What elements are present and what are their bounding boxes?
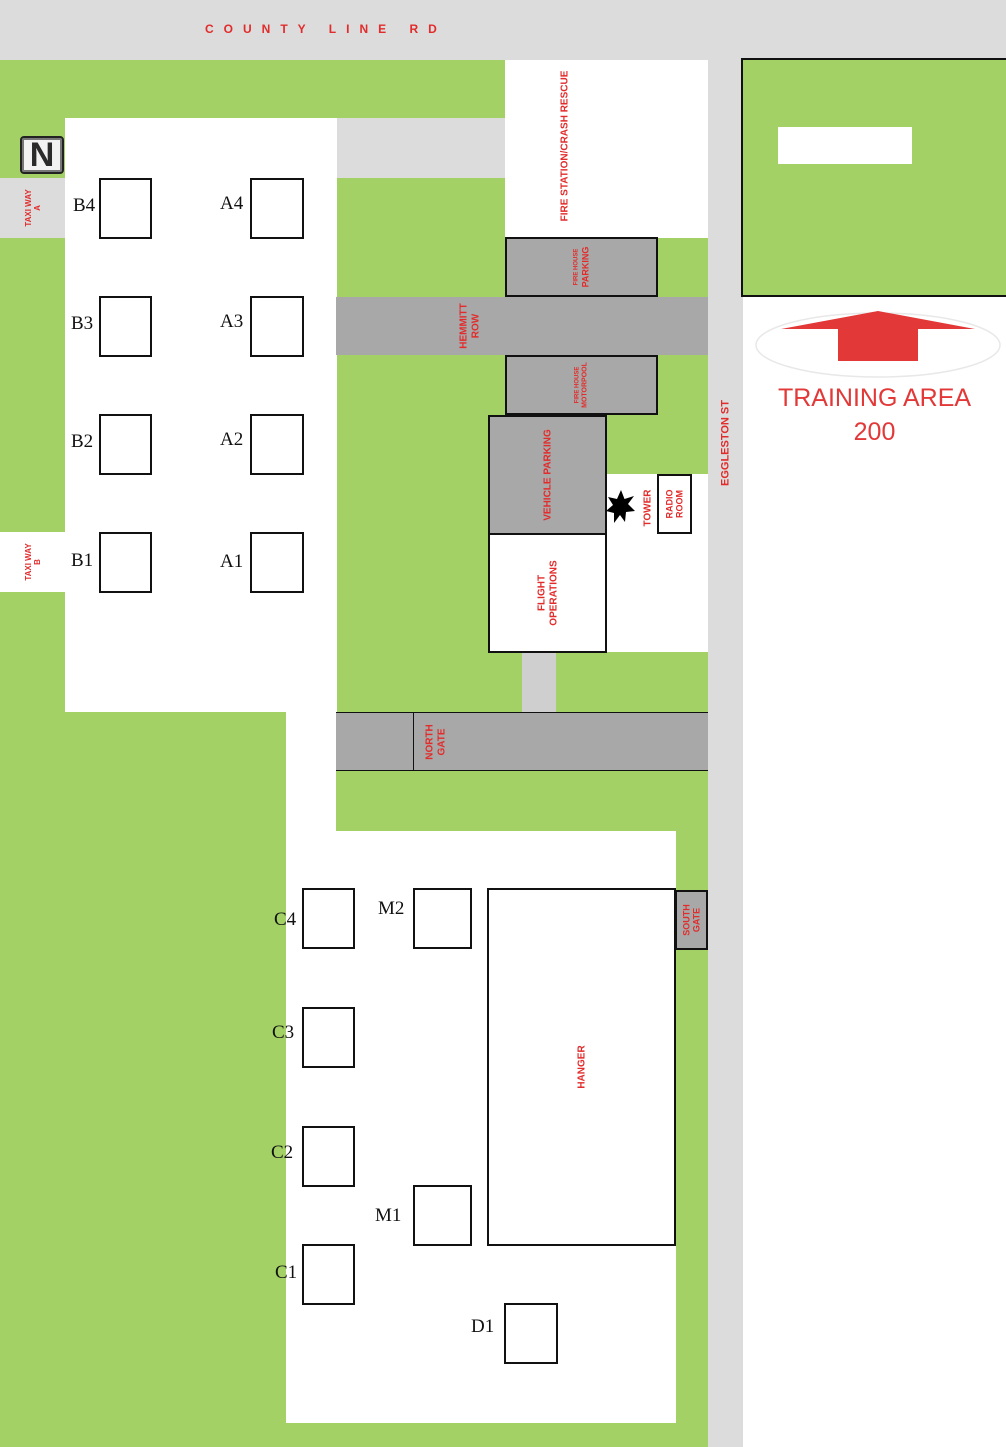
pad-c1-label: C1	[275, 1262, 298, 1283]
county-line-road: COUNTY LINE RD	[0, 0, 1006, 60]
pad-c3-label: C3	[272, 1022, 295, 1043]
tower-area: TOWER	[641, 478, 655, 538]
pad-c1	[302, 1244, 355, 1305]
hangar-label: HANGER	[575, 1045, 587, 1089]
training-area-label: TRAINING AREA 200	[743, 381, 1006, 449]
pad-d1-label: D1	[471, 1316, 495, 1337]
training-area-yard: TRAINING AREA 200	[743, 297, 1006, 1447]
pad-a3	[250, 296, 304, 357]
pad-a2	[250, 414, 304, 475]
training-area-building	[778, 127, 912, 164]
pad-b2-label: B2	[71, 431, 94, 452]
pad-b1-label: B1	[71, 550, 94, 571]
pad-b4-label: B4	[73, 195, 96, 216]
north-gate-divider	[413, 713, 414, 770]
fire-station: FIRE STATION/CRASH RESCUE	[505, 60, 708, 238]
pad-b3-label: B3	[71, 313, 94, 334]
walkway	[522, 653, 556, 712]
pad-c3	[302, 1007, 355, 1068]
pad-c2-label: C2	[271, 1142, 294, 1163]
pad-a1-label: A1	[220, 551, 244, 572]
pad-a3-label: A3	[220, 311, 244, 332]
pad-c4-label: C4	[274, 909, 297, 930]
pad-d1	[504, 1303, 558, 1364]
hangar: HANGER	[487, 888, 676, 1246]
north-compass: N	[20, 136, 64, 174]
pad-m2-label: M2	[378, 898, 405, 919]
training-area-arrow-icon	[755, 311, 1001, 378]
pad-a1	[250, 532, 304, 593]
training-area-number: 200	[853, 418, 896, 446]
apron-connector	[286, 712, 336, 832]
county-line-road-label: COUNTY LINE RD	[205, 22, 447, 36]
training-area-field	[741, 58, 1006, 297]
tower-star-icon	[606, 490, 635, 523]
pad-a4	[250, 178, 304, 239]
eggleston-street-label: EGGLESTON ST	[719, 400, 732, 486]
pad-c4	[302, 888, 355, 949]
pad-c2	[302, 1126, 355, 1187]
vehicle-parking-label: VEHICLE PARKING	[542, 429, 554, 521]
pad-b2	[99, 414, 152, 475]
training-area-title: TRAINING AREA	[777, 384, 972, 412]
pad-m1-label: M1	[375, 1205, 402, 1226]
vehicle-parking: VEHICLE PARKING	[488, 415, 607, 535]
tower-label: TOWER	[642, 489, 654, 527]
eggleston-street: EGGLESTON ST	[708, 60, 743, 1447]
north-compass-letter: N	[29, 136, 55, 174]
pad-b3	[99, 296, 152, 357]
pad-b1	[99, 532, 152, 593]
pad-a2-label: A2	[220, 429, 244, 450]
pad-b4	[99, 178, 152, 239]
fire-station-label: FIRE STATION/CRASH RESCUE	[559, 70, 571, 222]
access-road	[337, 118, 505, 178]
pad-m2	[413, 888, 472, 949]
pad-a4-label: A4	[220, 193, 244, 214]
pad-m1	[413, 1185, 472, 1246]
